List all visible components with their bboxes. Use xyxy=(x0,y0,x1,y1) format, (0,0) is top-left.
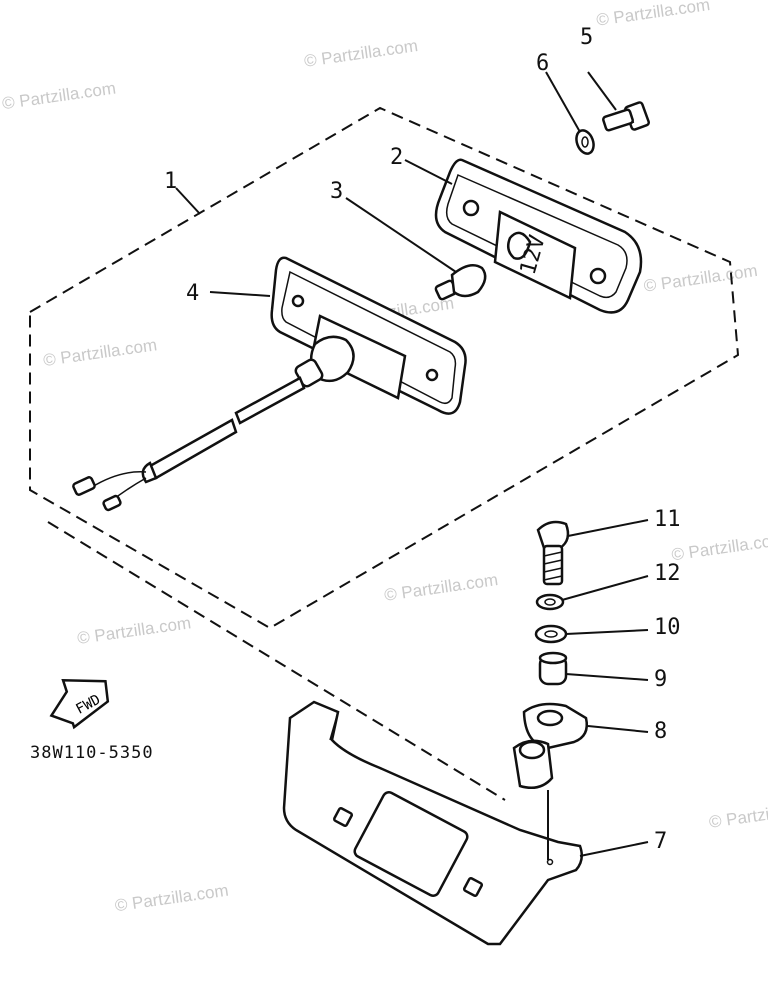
watermark: © Partzilla.com xyxy=(76,613,192,648)
watermark: © Partzilla.com xyxy=(643,261,759,296)
watermark: © Partzilla.com xyxy=(595,0,711,30)
callout-10: 10 xyxy=(654,615,681,640)
watermark: © Partzilla.com xyxy=(670,530,768,565)
callout-4: 4 xyxy=(186,281,199,306)
lockwasher-part-12 xyxy=(535,593,565,611)
callout-7: 7 xyxy=(654,829,667,854)
leader-dashed xyxy=(47,521,506,801)
callout-5: 5 xyxy=(580,25,593,50)
callout-12: 12 xyxy=(654,561,681,586)
watermark: © Partzilla.com xyxy=(303,36,419,71)
callout-1: 1 xyxy=(164,169,177,194)
callout-11: 11 xyxy=(654,507,681,532)
fwd-arrow-icon: FWD xyxy=(49,678,110,730)
watermark: © Partzilla.com xyxy=(708,797,768,832)
watermark: © Partzilla.com xyxy=(1,78,117,113)
clamp-part-8 xyxy=(512,702,588,789)
washer-part-10 xyxy=(534,624,568,644)
bulb-part-3 xyxy=(434,263,487,301)
callout-9: 9 xyxy=(654,667,667,692)
callout-6: 6 xyxy=(536,51,549,76)
watermark: © Partzilla.com xyxy=(42,335,158,370)
washer-part-6 xyxy=(575,129,595,155)
collar-part-9 xyxy=(538,651,568,686)
watermark: © Partzilla.com xyxy=(114,881,230,916)
watermark: © Partzilla.com xyxy=(383,570,499,605)
screw-part-5 xyxy=(602,101,650,132)
lens-part-2: 12V xyxy=(434,158,643,314)
bolt-part-11 xyxy=(536,520,570,586)
assembly-boundary xyxy=(29,106,740,630)
leader-lines xyxy=(175,71,649,857)
callout-3: 3 xyxy=(330,179,343,204)
callouts: 1 2 3 4 5 6 11 12 10 9 8 7 xyxy=(164,25,681,854)
bracket-part-7 xyxy=(282,700,584,946)
housing-part-4 xyxy=(72,256,467,512)
diagram-code: 38W110-5350 xyxy=(30,743,154,763)
callout-8: 8 xyxy=(654,719,667,744)
callout-2: 2 xyxy=(390,145,403,170)
